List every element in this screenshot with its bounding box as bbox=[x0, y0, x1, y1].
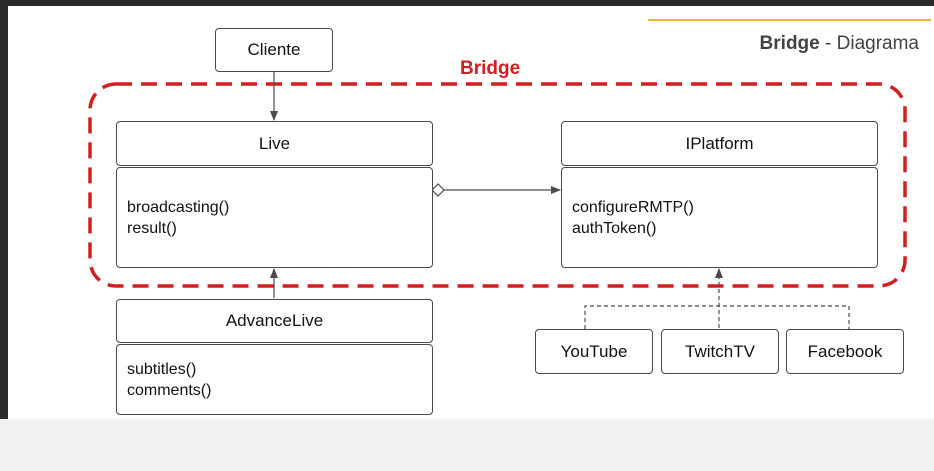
live-class-title: Live bbox=[116, 121, 433, 166]
iplatform-interface-methods: configureRMTP() authToken() bbox=[561, 167, 878, 268]
left-dark-edge bbox=[0, 6, 8, 419]
advancelive-method-comments: comments() bbox=[127, 381, 212, 399]
cliente-label: Cliente bbox=[247, 40, 301, 59]
live-class-methods: broadcasting() result() bbox=[116, 167, 433, 268]
bridge-label: Bridge bbox=[460, 58, 521, 79]
live-method-result: result() bbox=[127, 219, 177, 237]
live-title-label: Live bbox=[258, 133, 291, 153]
twitchtv-box: TwitchTV bbox=[661, 329, 779, 374]
facebook-box: Facebook bbox=[786, 329, 904, 374]
header-accent-line bbox=[648, 19, 931, 21]
iplatform-method-configure-rmtp: configureRMTP() bbox=[572, 198, 694, 216]
iplatform-interface-title: IPlatform bbox=[561, 121, 878, 166]
slide-title-bold: Bridge bbox=[759, 33, 820, 54]
youtube-box: YouTube bbox=[535, 329, 653, 374]
iplatform-method-auth-token: authToken() bbox=[572, 219, 657, 237]
slide-title: Bridge - Diagrama bbox=[760, 33, 919, 55]
twitchtv-label: TwitchTV bbox=[685, 341, 755, 361]
top-dark-band bbox=[0, 0, 934, 6]
live-method-broadcasting: broadcasting() bbox=[127, 198, 230, 216]
iplatform-title-label: IPlatform bbox=[685, 133, 754, 153]
slide-title-rest: Diagrama bbox=[836, 33, 919, 54]
facebook-label: Facebook bbox=[807, 341, 883, 361]
slide-title-separator: - bbox=[819, 33, 837, 54]
bottom-gray-area bbox=[0, 419, 934, 471]
cliente-box: Cliente bbox=[215, 28, 333, 72]
advancelive-method-subtitles: subtitles() bbox=[127, 360, 197, 378]
advancelive-class-methods: subtitles() comments() bbox=[116, 344, 433, 415]
advancelive-title-label: AdvanceLive bbox=[225, 311, 324, 330]
youtube-label: YouTube bbox=[560, 341, 628, 361]
advancelive-class-title: AdvanceLive bbox=[116, 299, 433, 343]
